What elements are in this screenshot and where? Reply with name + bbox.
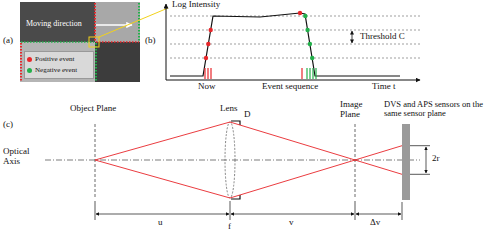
- figure-label: Optical Axis: [3, 147, 39, 167]
- figure-label: (a): [3, 36, 13, 46]
- figure-label: Log Intensity: [172, 0, 220, 10]
- legend-text: Positive event: [35, 56, 74, 64]
- figure-label: Δv: [370, 218, 380, 228]
- figure-label: Lens: [220, 104, 238, 114]
- figure-label: u: [158, 218, 163, 228]
- figure-label: D: [244, 110, 251, 120]
- legend-row: Negative event: [27, 65, 91, 76]
- legend-swatch: [27, 68, 32, 73]
- legend-text: Negative event: [35, 67, 77, 75]
- legend-row: Positive event: [27, 54, 91, 65]
- figure-label: Event sequence: [262, 82, 318, 92]
- figure-label: 2r: [432, 154, 440, 164]
- legend-swatch: [27, 57, 32, 62]
- checkerboard-image: [20, 2, 168, 82]
- figure-label: (b): [145, 36, 156, 46]
- intensity-plot: [166, 4, 420, 80]
- figure-label: f: [228, 222, 231, 232]
- figure-label: DVS and APS sensors on the same sensor p…: [384, 100, 488, 119]
- figure-label: v: [289, 218, 294, 228]
- figure-label: Moving direction: [26, 20, 82, 29]
- figure-label: Time t: [372, 82, 395, 92]
- figure-label: Now: [198, 82, 216, 92]
- optics-drawing: [45, 121, 430, 220]
- figure-label: Threshold C: [360, 32, 405, 42]
- figure-label: Object Plane: [70, 104, 116, 114]
- figure-label: Image Plane: [340, 100, 372, 120]
- figure-label: (c): [3, 120, 13, 130]
- legend-box: Positive eventNegative event: [24, 51, 94, 79]
